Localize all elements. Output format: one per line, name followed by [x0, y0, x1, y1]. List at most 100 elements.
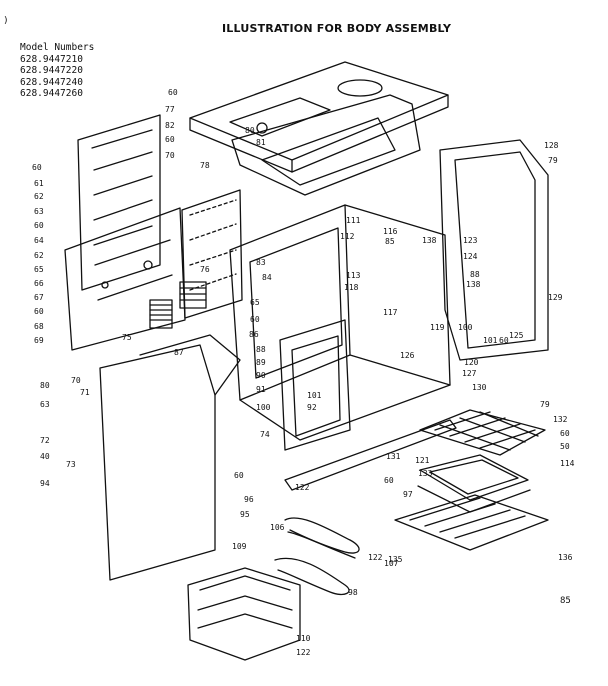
part-label: 91	[256, 385, 266, 394]
part-label: 90	[256, 371, 266, 380]
part-label: 78	[200, 161, 210, 170]
part-label: 100	[256, 403, 271, 412]
part-label: 118	[344, 283, 359, 292]
part-label: 119	[430, 323, 445, 332]
part-label: 60	[34, 307, 44, 316]
part-label: 124	[463, 252, 478, 261]
part-label: 85	[385, 237, 395, 246]
part-label: 60	[165, 135, 175, 144]
part-label: 95	[240, 510, 250, 519]
part-number-labels: 6077828081607078606162636064626566676068…	[32, 88, 575, 657]
part-label: 100	[458, 323, 473, 332]
part-label: 123	[463, 236, 478, 245]
part-label: 127	[462, 369, 477, 378]
part-label: 40	[40, 452, 50, 461]
part-label: 97	[403, 490, 413, 499]
part-label: 77	[165, 105, 175, 114]
part-label: 109	[232, 542, 247, 551]
part-label: 138	[466, 280, 481, 289]
part-label: 128	[544, 141, 559, 150]
part-label: 65	[34, 265, 44, 274]
part-label: 84	[262, 273, 272, 282]
part-label: 117	[383, 308, 398, 317]
part-label: 116	[383, 227, 398, 236]
part-label: 132	[553, 415, 568, 424]
part-label: 67	[34, 293, 44, 302]
part-label: 94	[40, 479, 50, 488]
part-label: 112	[340, 232, 355, 241]
part-label: 98	[348, 588, 358, 597]
part-label: 60	[250, 315, 260, 324]
part-label: 89	[256, 358, 266, 367]
side-control-panel	[64, 207, 186, 351]
part-label: 106	[270, 523, 285, 532]
part-label: 64	[34, 236, 44, 245]
part-label: 110	[296, 634, 311, 643]
part-label: 66	[34, 279, 44, 288]
bake-element	[284, 517, 360, 559]
part-label: 121	[415, 456, 430, 465]
part-label: 96	[244, 495, 254, 504]
part-label: 135	[388, 555, 403, 564]
left-side-panel	[77, 114, 161, 291]
part-label: 122	[296, 648, 311, 657]
upper-rack	[419, 409, 546, 456]
part-label: 60	[34, 221, 44, 230]
diagram-title: ILLUSTRATION FOR BODY ASSEMBLY	[222, 22, 452, 35]
part-label: 138	[422, 236, 437, 245]
part-label: 122	[368, 553, 383, 562]
part-label: 126	[400, 351, 415, 360]
part-label: 101	[307, 391, 322, 400]
part-label: 87	[174, 348, 184, 357]
part-label: 101	[483, 336, 498, 345]
part-label: 79	[540, 400, 550, 409]
part-label: 107	[384, 559, 399, 568]
model-number: 628.9447240	[20, 76, 83, 88]
part-label: 83	[256, 258, 266, 267]
part-label: 61	[34, 179, 44, 188]
storage-drawer	[187, 567, 301, 661]
door-frame	[279, 319, 351, 451]
part-label: 120	[464, 358, 479, 367]
front-panel	[99, 334, 241, 581]
part-label: 80	[245, 126, 255, 135]
part-label: 86	[249, 330, 259, 339]
part-label: 88	[470, 270, 480, 279]
part-label: 113	[346, 271, 361, 280]
part-label: 74	[260, 430, 270, 439]
rear-frame	[439, 139, 549, 361]
part-label: 60	[168, 88, 178, 97]
part-label: 133	[418, 469, 433, 478]
part-label: 68	[34, 322, 44, 331]
part-label: 114	[560, 459, 575, 468]
page-number: 85	[560, 596, 571, 606]
part-label: 65	[250, 298, 260, 307]
corner-mark: )	[4, 16, 8, 26]
part-label: 80	[40, 381, 50, 390]
part-label: 70	[71, 376, 81, 385]
part-label: 63	[40, 400, 50, 409]
part-label: 71	[80, 388, 90, 397]
part-label: 60	[32, 163, 42, 172]
part-label: 60	[384, 476, 394, 485]
part-label: 63	[34, 207, 44, 216]
part-label: 72	[40, 436, 50, 445]
part-label: 81	[256, 138, 266, 147]
terminal-block	[149, 281, 207, 329]
part-label: 136	[558, 553, 573, 562]
model-header: Model Numbers	[20, 42, 95, 53]
part-label: 79	[548, 156, 558, 165]
part-label: 62	[34, 251, 44, 260]
part-label: 125	[509, 331, 524, 340]
part-label: 111	[346, 216, 361, 225]
part-label: 73	[66, 460, 76, 469]
model-numbers-block: Model Numbers 628.9447210 628.9447220 62…	[20, 42, 94, 100]
part-label: 75	[122, 333, 132, 342]
part-label: 60	[234, 471, 244, 480]
model-number: 628.9447210	[20, 53, 83, 65]
part-label: 82	[165, 121, 175, 130]
part-label: 69	[34, 336, 44, 345]
part-label: 70	[165, 151, 175, 160]
